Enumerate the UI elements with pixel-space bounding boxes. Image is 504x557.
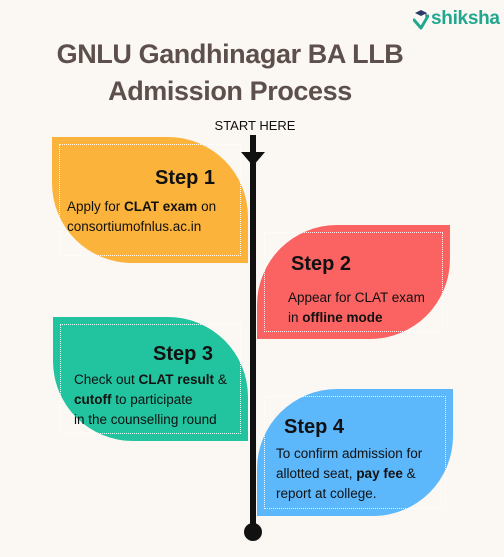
step-1-text: Apply for CLAT exam on consortiumofnlus.…: [67, 199, 217, 234]
step-2-text: Appear for CLAT exam in offline mode: [288, 290, 425, 325]
shiksha-logo: shiksha: [413, 8, 500, 30]
step-2-heading: Step 2: [291, 253, 352, 275]
step-4-card: Step 4 To confirm admission for allotted…: [257, 389, 453, 516]
step-3-text: Check out CLAT result & cutoff to partic…: [74, 372, 227, 427]
logo-text: shiksha: [431, 8, 500, 29]
step-1-heading: Step 1: [155, 167, 216, 189]
title-line-2: Admission Process: [108, 76, 352, 106]
timeline-end-dot: [244, 523, 262, 541]
step-2-card: Step 2 Appear for CLAT exam in offline m…: [257, 225, 450, 339]
graduation-cap-icon: [413, 10, 429, 30]
arrow-down-icon: [241, 152, 265, 166]
timeline-line: [250, 135, 256, 527]
step-3-heading: Step 3: [153, 343, 214, 365]
start-label: START HERE: [214, 118, 296, 133]
title-line-1: GNLU Gandhinagar BA LLB: [56, 39, 404, 69]
step-4-text: To confirm admission for allotted seat, …: [276, 446, 423, 501]
step-3-card: Step 3 Check out CLAT result & cutoff to…: [53, 317, 248, 441]
step-1-card: Step 1 Apply for CLAT exam on consortium…: [52, 137, 248, 263]
step-4-heading: Step 4: [284, 416, 345, 438]
page-title: GNLU Gandhinagar BA LLB Admission Proces…: [0, 36, 460, 110]
